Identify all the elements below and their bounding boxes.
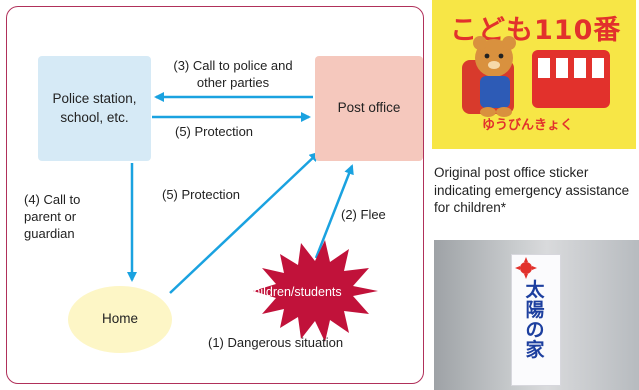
sticker-subtitle: ゆうびんきょく: [482, 118, 574, 133]
police-station-node: Police station, school, etc.: [38, 56, 151, 161]
call-parent-label: (4) Call to parent or guardian: [24, 192, 81, 241]
call-police-label: (3) Call to police and other parties: [173, 58, 293, 90]
flee-label: (2) Flee: [341, 207, 386, 222]
dangerous-situation-label: (1) Dangerous situation: [208, 335, 344, 350]
police-station-label: Police station, school, etc.: [52, 91, 137, 125]
sun-emblem-icon: [515, 257, 537, 279]
home-node: Home: [68, 286, 172, 353]
post-office-sticker: こども110番 ゆうびんきょく: [432, 0, 636, 149]
arrow-protection-home: [169, 151, 320, 294]
storefront-sign-photo: 太陽の家: [434, 240, 639, 390]
post-office-node: Post office: [315, 56, 423, 161]
danger-burst: [253, 240, 378, 342]
burst-label: Children/students: [244, 285, 341, 299]
protection-police-label: (5) Protection: [175, 124, 254, 139]
bear-mascot-illustration: [462, 36, 610, 117]
post-office-label: Post office: [337, 100, 401, 116]
sticker-caption: Original post office sticker indicating …: [434, 165, 630, 216]
protection-home-label: (5) Protection: [162, 187, 241, 202]
sign-text: 太陽の家: [525, 279, 545, 361]
vertical-sign: 太陽の家: [511, 254, 561, 386]
home-label: Home: [101, 311, 138, 327]
arrow-flee: [314, 164, 354, 259]
diagram-frame: [6, 6, 424, 384]
